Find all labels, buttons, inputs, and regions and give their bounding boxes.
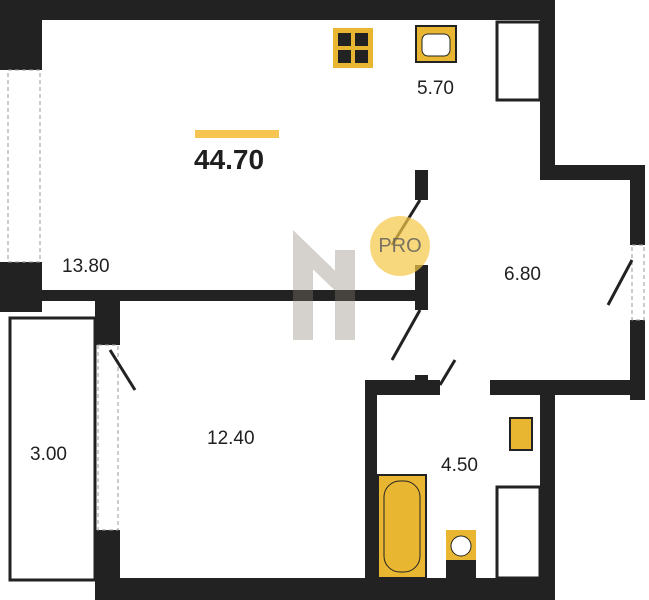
toilet-icon: [446, 530, 476, 578]
bedroom-area: 12.40: [207, 428, 255, 449]
living-room-area: 13.80: [62, 256, 110, 277]
logo-watermark: [293, 230, 355, 340]
bathroom-area: 4.50: [441, 455, 478, 476]
hall-area: 6.80: [504, 264, 541, 285]
windows: [7, 69, 645, 531]
balcony-area: 3.00: [30, 444, 67, 465]
kitchen-area: 5.70: [417, 78, 454, 99]
bath-sink-icon: [509, 417, 533, 451]
pro-watermark: PRO: [370, 216, 430, 276]
bathtub-icon: [377, 474, 427, 579]
area-accent-bar: [195, 130, 279, 138]
niches: [8, 20, 542, 582]
kitchen-sink-icon: [415, 25, 457, 63]
stove-icon: [333, 28, 373, 68]
total-area: 44.70: [194, 144, 265, 175]
